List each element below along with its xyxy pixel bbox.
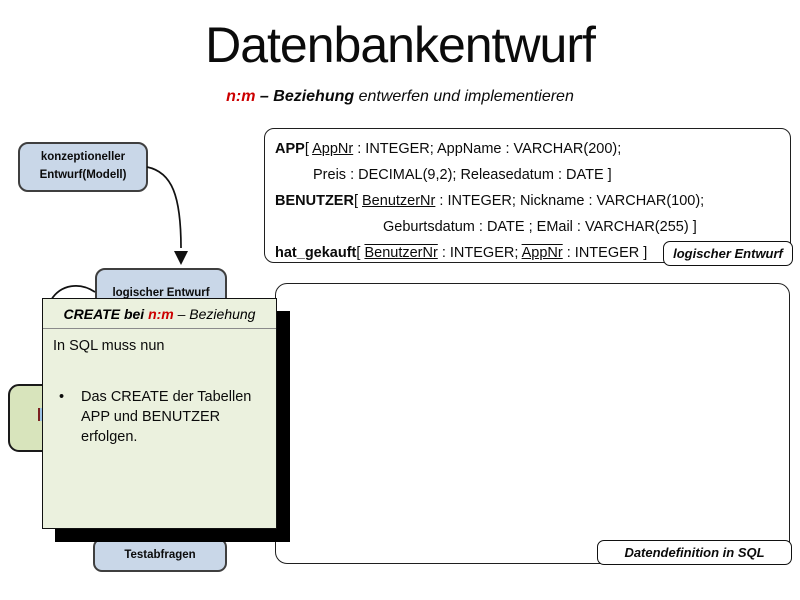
relational-schema-panel: APP[ AppNr : INTEGER; AppName : VARCHAR(… [264, 128, 791, 263]
schema-line-app: APP[ AppNr : INTEGER; AppName : VARCHAR(… [275, 141, 622, 157]
flow-box-logischer-label: logischer Entwurf [112, 286, 210, 299]
arrowhead-down-icon [174, 251, 188, 265]
schema-panel-corner-label: logischer Entwurf [663, 241, 793, 266]
flow-box-konzeptioneller-line1: konzeptioneller [40, 151, 126, 164]
subtitle: n:m – Beziehung entwerfen und implementi… [0, 88, 800, 106]
popup-title-bold: CREATE bei [63, 305, 149, 322]
flow-box-konzeptioneller-line2: Entwurf(Modell) [39, 169, 127, 181]
flow-box-testabfragen-label: Testabfragen [124, 549, 196, 561]
flow-box-konzeptioneller-entwurf: konzeptioneller Entwurf(Modell) [18, 142, 148, 192]
page-title: Datenbankentwurf [205, 17, 596, 73]
obscured-text-fragment [38, 408, 43, 421]
schema-line-benutzer: BENUTZER[ BenutzerNr : INTEGER; Nickname… [275, 193, 705, 209]
sql-panel-corner-label-text: Datendefinition in SQL [624, 545, 765, 560]
schema-line-hat-gekauft: hat_gekauft[ BenutzerNr : INTEGER; AppNr… [275, 245, 648, 261]
arrow-konzept-to-logisch [146, 166, 182, 249]
popup-bullet-text: Das CREATE der Tabellen APP und BENUTZER… [81, 389, 252, 445]
popup-intro-text: In SQL muss nun [53, 338, 165, 354]
popup-title-rest: – Beziehung [173, 305, 256, 322]
flow-box-testabfragen: Testabfragen [93, 538, 227, 572]
subtitle-rest: entwerfen und implementieren [354, 88, 574, 105]
schema-line-benutzer-cont: Geburtsdatum : DATE ; EMail : VARCHAR(25… [383, 219, 697, 235]
schema-line-app-cont: Preis : DECIMAL(9,2); Releasedatum : DAT… [313, 167, 612, 183]
popup-title-accent: n:m [148, 305, 174, 322]
sql-panel-corner-label: Datendefinition in SQL [597, 540, 792, 565]
popup-bullet-item: • Das CREATE der Tabellen APP und BENUTZ… [59, 387, 276, 447]
popup-title: CREATE bei n:m – Beziehung [43, 299, 276, 329]
bullet-icon: • [59, 389, 65, 405]
subtitle-accent: n:m [226, 88, 256, 105]
sql-definition-panel [275, 283, 790, 564]
popup-note: CREATE bei n:m – Beziehung In SQL muss n… [42, 298, 277, 529]
subtitle-bold: – Beziehung [255, 88, 355, 105]
schema-panel-corner-label-text: logischer Entwurf [673, 246, 783, 261]
